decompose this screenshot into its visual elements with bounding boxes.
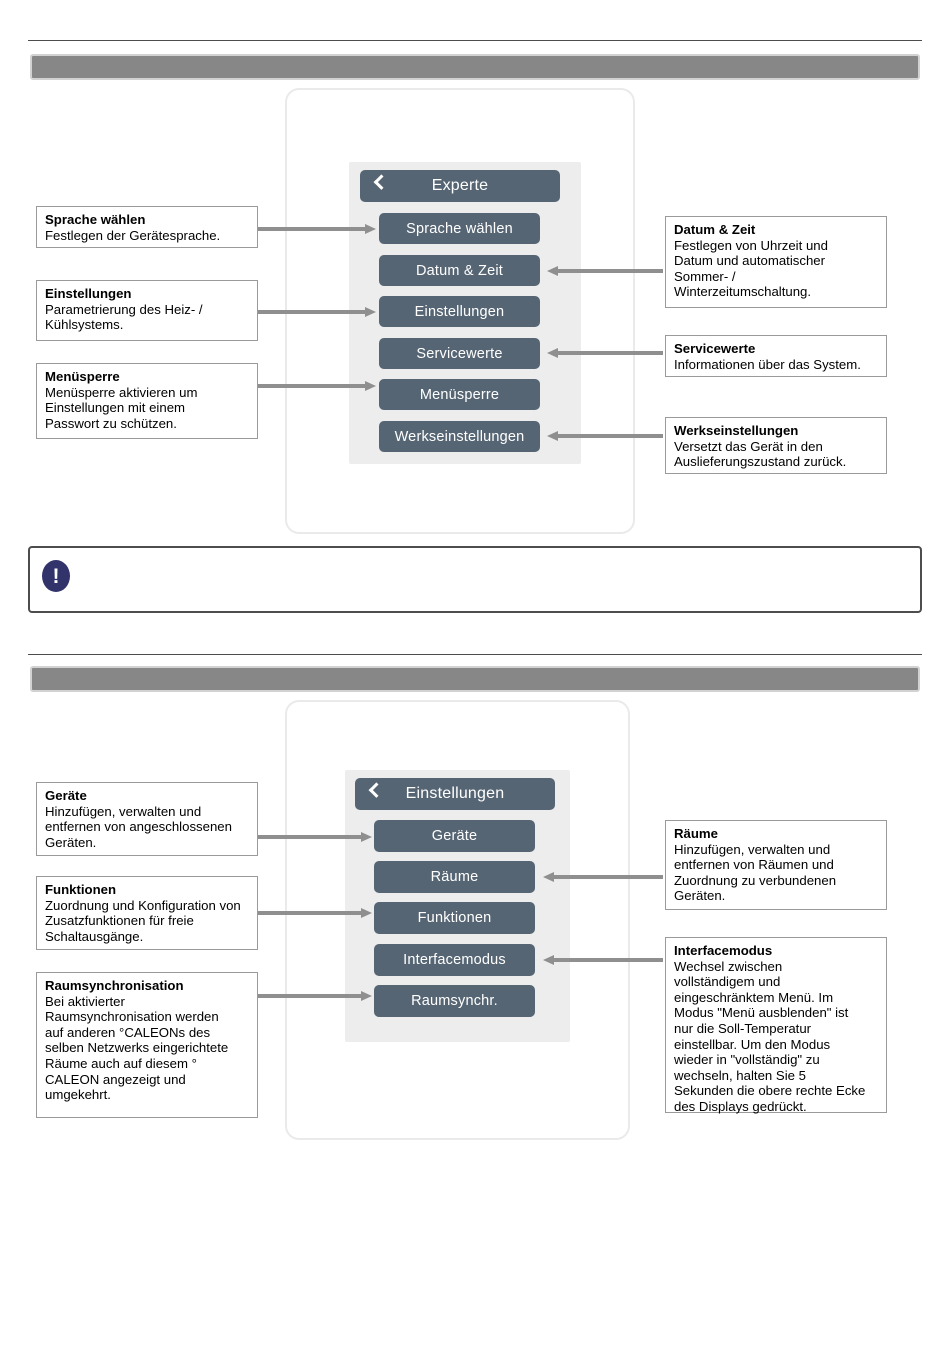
callout-werkseinstellungen: Werkseinstellungen Versetzt das Gerät in…: [665, 417, 887, 474]
callout-funktionen: Funktionen Zuordnung und Konfiguration v…: [36, 876, 258, 950]
connector-arrow-geraete: [258, 832, 372, 842]
callout-body: Versetzt das Gerät in den Auslieferungsz…: [674, 438, 847, 470]
callout-title: Geräte: [45, 788, 87, 803]
callout-sprache-waehlen: Sprache wählen Festlegen der Gerätesprac…: [36, 206, 258, 248]
callout-body: Bei aktivierter Raumsynchronisation werd…: [45, 993, 229, 1103]
menu-header-experte[interactable]: Experte: [360, 170, 560, 202]
exclamation-circle-icon: !: [42, 560, 70, 592]
menu-button-raumsynchr[interactable]: Raumsynchr.: [374, 985, 535, 1017]
menu-button-werkseinstellungen[interactable]: Werkseinstellungen: [379, 421, 540, 452]
chevron-left-icon[interactable]: [368, 782, 385, 798]
chevron-left-icon[interactable]: [373, 174, 390, 190]
callout-body: Menüsperre aktivieren um Einstellungen m…: [45, 384, 198, 431]
menu-button-sprache-waehlen[interactable]: Sprache wählen: [379, 213, 540, 244]
callout-title: Räume: [674, 826, 718, 841]
section-header-bar-experte: [30, 54, 920, 80]
callout-servicewerte: Servicewerte Informationen über das Syst…: [665, 335, 887, 377]
menu-button-menuesperre[interactable]: Menüsperre: [379, 379, 540, 410]
connector-arrow-sprache: [258, 224, 376, 234]
callout-raumsynchronisation: Raumsynchronisation Bei aktivierter Raum…: [36, 972, 258, 1118]
menu-header-label: Experte: [431, 177, 489, 194]
callout-geraete: Geräte Hinzufügen, verwalten und entfern…: [36, 782, 258, 856]
callout-body: Festlegen von Uhrzeit und Datum und auto…: [674, 237, 828, 300]
callout-menuesperre: Menüsperre Menüsperre aktivieren um Eins…: [36, 363, 258, 439]
callout-title: Werkseinstellungen: [674, 423, 799, 438]
menu-button-funktionen[interactable]: Funktionen: [374, 902, 535, 934]
callout-body: Zuordnung und Konfiguration von Zusatzfu…: [45, 897, 241, 944]
menu-button-servicewerte[interactable]: Servicewerte: [379, 338, 540, 369]
menu-header-label: Einstellungen: [405, 785, 505, 802]
menu-button-datum-zeit[interactable]: Datum & Zeit: [379, 255, 540, 286]
callout-title: Sprache wählen: [45, 212, 146, 227]
callout-title: Datum & Zeit: [674, 222, 756, 237]
callout-einstellungen: Einstellungen Parametrierung des Heiz- /…: [36, 280, 258, 341]
menu-button-interfacemodus[interactable]: Interfacemodus: [374, 944, 535, 976]
callout-interfacemodus: Interfacemodus Wechsel zwischen vollstän…: [665, 937, 887, 1114]
callout-title: Raumsynchronisation: [45, 978, 184, 993]
callout-body: Informationen über das System.: [674, 356, 861, 372]
callout-datum-zeit: Datum & Zeit Festlegen von Uhrzeit und D…: [665, 216, 887, 308]
section-header-bar-einstellungen: [30, 666, 920, 692]
connector-arrow-raumsynchr: [258, 991, 372, 1001]
note-box: !: [28, 546, 922, 613]
callout-body: Wechsel zwischen vollständigem und einge…: [674, 958, 866, 1114]
connector-arrow-raeume: [543, 872, 663, 882]
callout-title: Menüsperre: [45, 369, 120, 384]
callout-body: Hinzufügen, verwalten und entfernen von …: [674, 841, 837, 904]
callout-title: Interfacemodus: [674, 943, 773, 958]
connector-arrow-interfacemodus: [543, 955, 663, 965]
section-rule-middle: [28, 654, 922, 655]
connector-arrow-datum-zeit: [547, 266, 663, 276]
menu-button-geraete[interactable]: Geräte: [374, 820, 535, 852]
callout-title: Einstellungen: [45, 286, 132, 301]
callout-raeume: Räume Hinzufügen, verwalten und entferne…: [665, 820, 887, 910]
connector-arrow-werkseinstellungen: [547, 431, 663, 441]
callout-title: Funktionen: [45, 882, 117, 897]
menu-button-einstellungen[interactable]: Einstellungen: [379, 296, 540, 327]
menu-button-raeume[interactable]: Räume: [374, 861, 535, 893]
callout-body: Hinzufügen, verwalten und entfernen von …: [45, 803, 232, 850]
section-rule-top: [28, 40, 922, 41]
callout-body: Parametrierung des Heiz- / Kühlsystems.: [45, 301, 203, 333]
menu-header-einstellungen[interactable]: Einstellungen: [355, 778, 555, 810]
callout-body: Festlegen der Gerätesprache.: [45, 227, 221, 243]
callout-title: Servicewerte: [674, 341, 756, 356]
connector-arrow-menuesperre: [258, 381, 376, 391]
connector-arrow-servicewerte: [547, 348, 663, 358]
connector-arrow-einstellungen: [258, 307, 376, 317]
connector-arrow-funktionen: [258, 908, 372, 918]
